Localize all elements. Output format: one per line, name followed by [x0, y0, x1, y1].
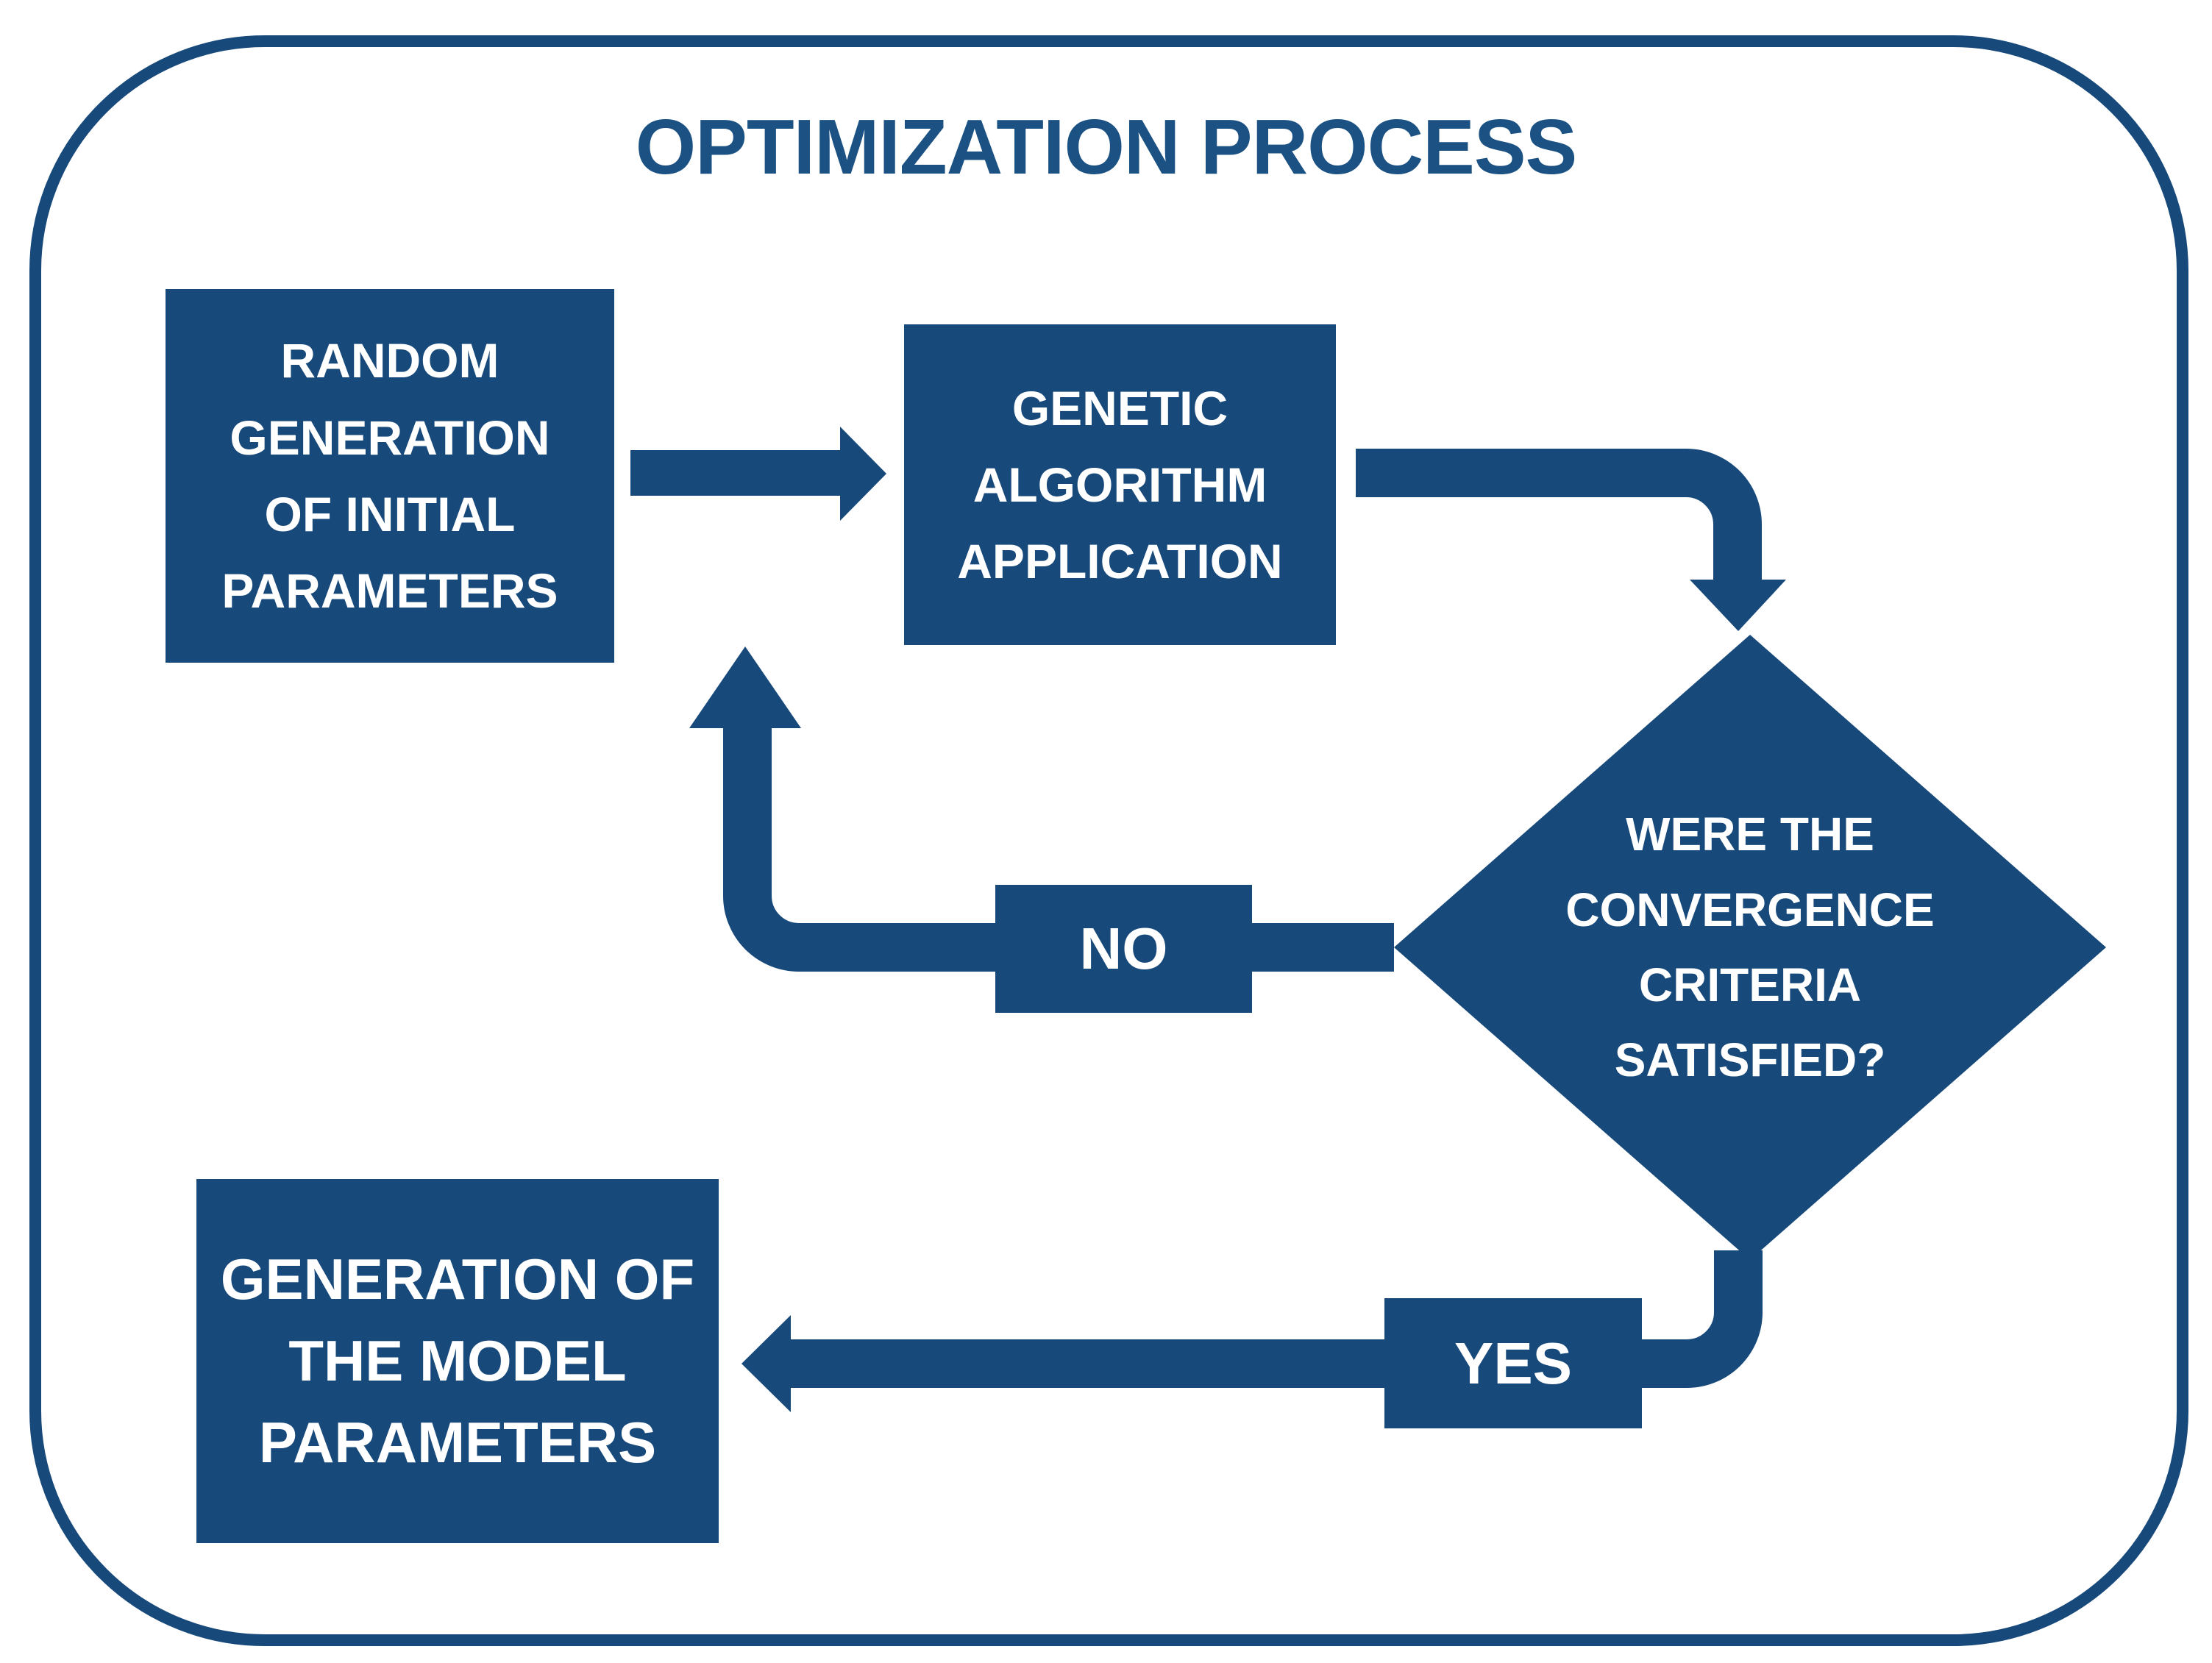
arrow-decision-yes-to-model [742, 1250, 1763, 1412]
edge-label-yes: YES [1384, 1298, 1642, 1428]
arrow-decision-no-loop [689, 647, 1394, 972]
page-title: OPTIMIZATION PROCESS [635, 104, 1578, 190]
node-model-parameters: GENERATION OF THE MODEL PARAMETERS [196, 1179, 719, 1543]
node-random-generation: RANDOM GENERATION OF INITIAL PARAMETERS [166, 289, 614, 663]
arrow-random-to-genetic [630, 427, 886, 521]
edge-label-no: NO [995, 885, 1252, 1013]
node-genetic-algorithm: GENETIC ALGORITHM APPLICATION [904, 324, 1336, 645]
node-convergence-decision-label: WERE THE CONVERGENCE CRITERIA SATISFIED? [1565, 808, 1935, 1087]
arrow-genetic-to-decision [1356, 449, 1786, 631]
decision-diamond-shape [1394, 635, 2106, 1260]
